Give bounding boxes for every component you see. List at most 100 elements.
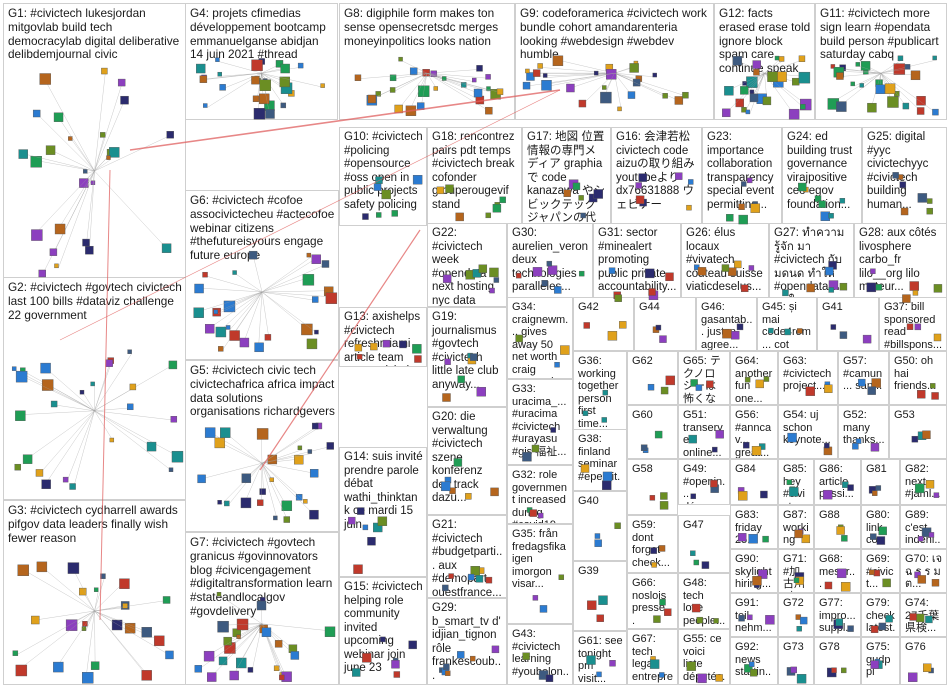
node-avatar [199, 75, 208, 83]
edge [606, 73, 615, 90]
node-avatar [875, 284, 883, 291]
edge [261, 463, 289, 521]
node-avatar [925, 480, 935, 489]
node-avatar [799, 616, 808, 625]
cluster-label: G80: link co regist... [866, 509, 896, 548]
node-avatar [687, 179, 694, 185]
node-avatar [259, 79, 271, 91]
node-avatar [129, 383, 137, 391]
cluster-g23: G23: importance collaboration transparen… [702, 127, 782, 226]
cluster-nodes [693, 260, 755, 293]
node-avatar [648, 288, 656, 296]
cluster-label: G70: เจ ฉ ร ร ม ต... [905, 553, 946, 590]
node-avatar [887, 96, 899, 108]
edge [94, 135, 171, 172]
edge [58, 170, 95, 229]
node-avatar [830, 324, 837, 330]
edge [73, 410, 95, 488]
cluster-g57: G57: #camun... san... [838, 351, 889, 405]
node-avatar [40, 362, 51, 374]
node-avatar [357, 507, 365, 515]
node-avatar [713, 618, 719, 624]
cluster-nodes [690, 479, 719, 500]
edge [545, 72, 615, 85]
edge [546, 72, 615, 87]
node-avatar [859, 83, 864, 88]
cluster-nodes [858, 378, 881, 395]
node-avatar [554, 286, 562, 294]
node-avatar [14, 463, 21, 471]
node-avatar [748, 534, 758, 544]
node-avatar [654, 430, 663, 439]
edge [243, 291, 263, 343]
cluster-nodes [830, 324, 872, 344]
cluster-g48: G48: tech love people... [678, 573, 730, 629]
node-avatar [922, 430, 931, 440]
edge [261, 463, 287, 505]
edge [236, 623, 263, 633]
edge [94, 610, 146, 675]
node-avatar [580, 464, 590, 473]
cluster-nodes [18, 67, 174, 278]
edge [764, 60, 784, 74]
inter-cluster-edge [59, 89, 561, 341]
edge [209, 431, 263, 464]
cluster-label: G39 [578, 565, 599, 577]
node-avatar [412, 175, 423, 185]
edge [220, 596, 263, 625]
node-avatar [674, 96, 684, 105]
cluster-g15: G15: #civictech helping role community i… [339, 577, 427, 685]
cluster-label: G88 [819, 509, 840, 521]
node-avatar [22, 454, 33, 464]
node-avatar [847, 625, 854, 632]
node-avatar [602, 480, 612, 490]
cluster-nodes [690, 550, 710, 569]
edge [83, 394, 95, 411]
cluster-nodes [193, 250, 338, 353]
node-avatar [787, 432, 797, 443]
node-avatar [283, 516, 291, 523]
cluster-g10: G10: #civictech #policing #opensource #o… [339, 127, 427, 226]
cluster-nodes [906, 323, 942, 342]
node-avatar [737, 533, 747, 542]
cluster-g86: G86: article pessi... [814, 459, 861, 505]
node-avatar [558, 574, 565, 580]
node-avatar [839, 331, 848, 339]
cluster-nodes [870, 658, 883, 669]
edge [94, 600, 168, 612]
node-avatar [295, 494, 303, 501]
node-avatar [649, 495, 656, 501]
node-avatar [100, 573, 106, 579]
node-avatar [232, 270, 237, 275]
node-avatar [741, 284, 749, 293]
edge [358, 72, 428, 80]
cluster-nodes [586, 655, 616, 678]
node-avatar [545, 674, 554, 682]
node-avatar [862, 334, 872, 344]
edge [217, 291, 263, 315]
cluster-nodes [782, 261, 848, 297]
node-avatar [445, 670, 451, 676]
node-avatar [99, 132, 106, 138]
cluster-nodes [794, 528, 811, 544]
node-avatar [926, 207, 933, 215]
node-avatar [220, 427, 231, 438]
edge [240, 623, 263, 639]
node-avatar [542, 73, 548, 78]
cluster-label: G1: #civictech lukesjordan mitgovlab bui… [8, 6, 183, 62]
node-avatar [572, 182, 581, 191]
node-avatar [607, 331, 618, 341]
edge [40, 565, 95, 612]
cluster-g31: G31: sector #minealert promoting public … [593, 223, 681, 307]
node-avatar [306, 338, 318, 350]
cluster-label: G81 [866, 463, 887, 475]
node-avatar [522, 81, 531, 90]
node-avatar [665, 375, 676, 386]
node-avatar [475, 575, 484, 583]
node-avatar [647, 383, 655, 391]
cluster-nodes [439, 645, 500, 676]
node-avatar [256, 600, 267, 611]
node-avatar [738, 214, 748, 225]
edge [880, 72, 916, 76]
node-avatar [732, 56, 743, 66]
